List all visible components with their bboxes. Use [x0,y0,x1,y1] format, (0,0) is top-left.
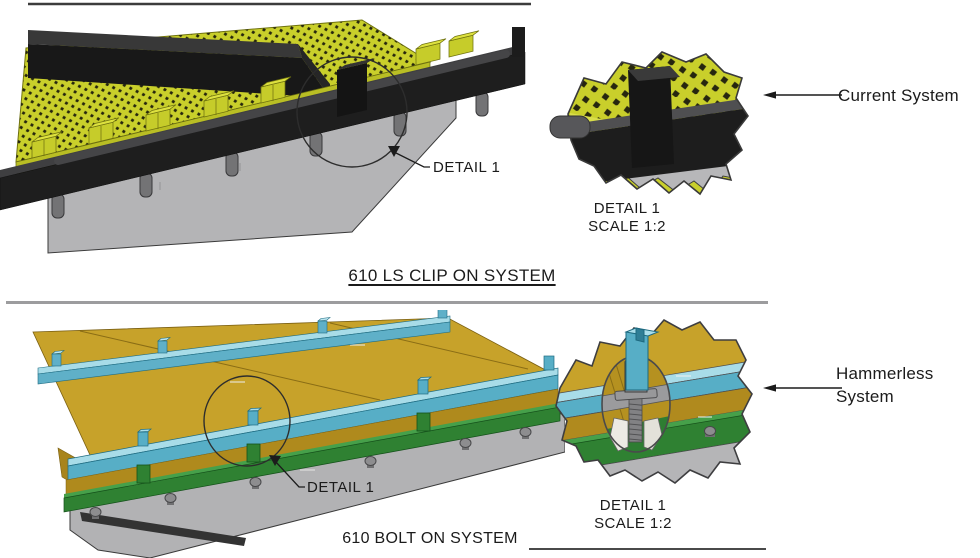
bolt-on-detail-view [555,318,753,484]
clip-on-detail-callout: DETAIL 1 [433,159,500,176]
rod-stub [549,115,591,139]
skirt-bottom-edge [80,512,246,546]
detail-gray-base [556,437,752,483]
bolt-on-main-view: DETAIL 1 [32,310,565,558]
section-divider [6,301,768,304]
center-clip [337,58,375,117]
detail-dome-bolt [704,426,716,436]
retaining-rod [54,50,510,165]
arrow-left-icon [763,91,842,99]
clip-on-main-view: DETAIL 1 [0,2,531,254]
deflector-wedge [28,30,330,98]
hammerless-system-label: Hammerless System [836,362,933,408]
detail-leader [269,455,305,488]
clip-on-title: 610 LS CLIP ON SYSTEM [348,266,556,285]
detail-caption-line2: SCALE 1:2 [588,218,666,235]
bolt-on-detail-callout: DETAIL 1 [307,479,374,496]
dome-bolts [89,427,532,519]
current-system-label: Current System [838,86,959,105]
detail-caption-line1: DETAIL 1 [599,497,667,514]
arrow-left-icon [763,384,842,392]
bolt-on-title-underline [529,548,766,550]
hammerless-line1: Hammerless [836,364,934,383]
detail-leader [388,146,430,168]
broken-out-boundary [567,51,749,196]
rear-cyan-rail [37,310,451,385]
detail-caption-line2: SCALE 1:2 [594,515,672,532]
clip-on-detail-view [549,51,749,196]
detail-circle [296,56,408,168]
green-rail [63,403,561,513]
clip-on-detail-caption: DETAIL 1 SCALE 1:2 [548,200,706,236]
detail-circle [203,375,291,467]
hammerless-line2: System [836,387,894,406]
detail-center-clip [628,66,674,168]
detail-caption-line1: DETAIL 1 [593,200,661,217]
front-rail-tabs [136,355,555,447]
bolt-on-detail-caption: DETAIL 1 SCALE 1:2 [552,497,714,533]
cyan-tab [624,327,660,391]
green-posts [136,412,431,484]
bolt-on-title: 610 BOLT ON SYSTEM [342,530,518,547]
clip-blocks [31,30,480,159]
